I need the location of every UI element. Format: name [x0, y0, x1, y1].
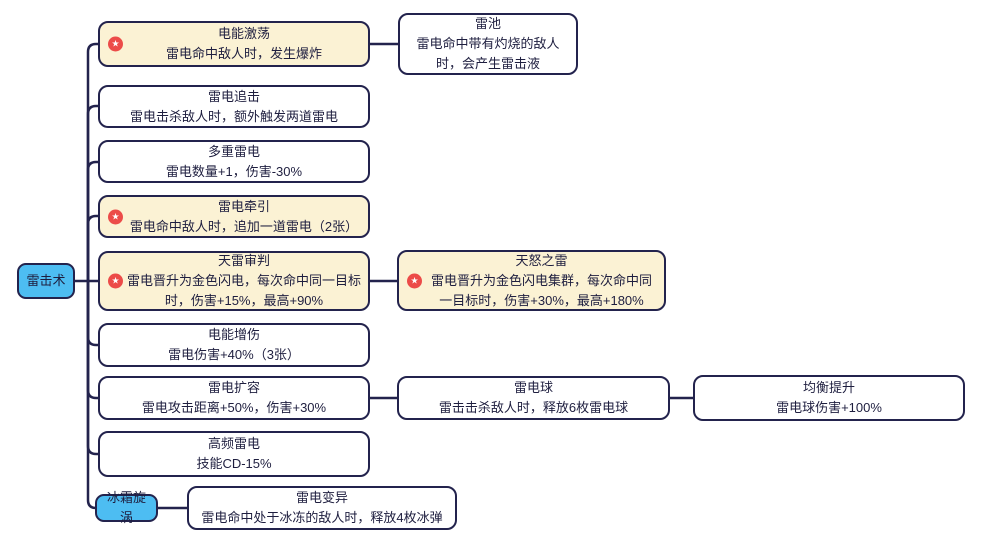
node-title: 电能激荡: [217, 26, 270, 41]
node-title: 雷池: [474, 16, 501, 31]
node-title: 雷击术: [26, 273, 66, 288]
node-title: 多重雷电: [207, 143, 260, 159]
node-dianneng-zengshang[interactable]: 电能增伤 雷电伤害+40%（3张）: [98, 323, 370, 367]
node-leidian-qianyin[interactable]: ★ 雷电牵引 雷电命中敌人时，追加一道雷电（2张）: [98, 195, 370, 238]
node-title: 天怒之雷: [515, 252, 568, 268]
node-leidian-zhuiji[interactable]: 雷电追击 雷电击杀敌人时，额外触发两道雷电: [98, 85, 370, 128]
node-title: 雷电变异: [295, 490, 348, 505]
node-leijishu[interactable]: 雷击术: [17, 263, 75, 299]
node-duochong-leidian[interactable]: 多重雷电 雷电数量+1，伤害-30%: [98, 140, 370, 183]
node-leidian-bianyi[interactable]: 雷电变异 雷电命中处于冰冻的敌人时，释放4枚冰弹: [187, 486, 457, 530]
node-title: 雷电球: [513, 380, 553, 395]
node-desc: 雷电命中敌人时，追加一道雷电（2张）: [129, 218, 359, 234]
star-icon: ★: [108, 209, 123, 224]
star-icon: ★: [108, 273, 123, 289]
node-title: 高频雷电: [207, 436, 260, 451]
node-desc: 雷电晋升为金色闪电集群，每次命中同一目标时，伤害+30%，最高+180%: [430, 272, 652, 308]
node-desc: 雷电球伤害+100%: [776, 400, 882, 415]
node-title: 雷电扩容: [207, 380, 260, 395]
node-desc: 雷电数量+1，伤害-30%: [165, 163, 303, 179]
node-dianneng-jidang[interactable]: ★ 电能激荡 雷电命中敌人时，发生爆炸: [98, 21, 370, 67]
node-bingshuang-xuanwo[interactable]: 冰霜旋涡: [95, 490, 158, 525]
node-desc: 雷电晋升为金色闪电，每次命中同一目标时，伤害+15%，最高+90%: [126, 273, 361, 308]
star-icon: ★: [407, 273, 422, 288]
node-desc: 雷电伤害+40%（3张）: [168, 347, 300, 362]
node-title: 雷电牵引: [217, 198, 270, 214]
node-title: 均衡提升: [802, 380, 855, 395]
node-title: 冰霜旋涡: [106, 490, 146, 525]
node-desc: 雷击击杀敌人时，释放6枚雷电球: [438, 400, 629, 415]
node-leidian-qiu[interactable]: 雷电球 雷击击杀敌人时，释放6枚雷电球: [397, 376, 670, 420]
star-icon: ★: [108, 36, 123, 52]
node-gaopin-leidian[interactable]: 高频雷电 技能CD-15%: [98, 431, 370, 477]
node-desc: 雷电命中敌人时，发生爆炸: [165, 46, 322, 61]
node-desc: 雷电击杀敌人时，额外触发两道雷电: [129, 108, 338, 124]
node-tiannu-zhilei[interactable]: ★ 天怒之雷 雷电晋升为金色闪电集群，每次命中同一目标时，伤害+30%，最高+1…: [397, 250, 666, 311]
node-title: 雷电追击: [207, 88, 260, 104]
node-desc: 技能CD-15%: [196, 456, 272, 471]
node-tianlei-shenpan[interactable]: ★ 天雷审判 雷电晋升为金色闪电，每次命中同一目标时，伤害+15%，最高+90%: [98, 251, 370, 311]
node-desc: 雷电攻击距离+50%，伤害+30%: [141, 400, 327, 415]
node-desc: 雷电命中带有灼烧的敌人时，会产生雷击液: [416, 36, 560, 71]
node-leichi[interactable]: 雷池 雷电命中带有灼烧的敌人时，会产生雷击液: [398, 13, 578, 75]
node-title: 天雷审判: [217, 253, 270, 268]
node-title: 电能增伤: [207, 327, 260, 342]
node-desc: 雷电命中处于冰冻的敌人时，释放4枚冰弹: [201, 510, 443, 525]
node-junheng-tisheng[interactable]: 均衡提升 雷电球伤害+100%: [693, 375, 965, 421]
node-leidian-kuorong[interactable]: 雷电扩容 雷电攻击距离+50%，伤害+30%: [98, 376, 370, 420]
